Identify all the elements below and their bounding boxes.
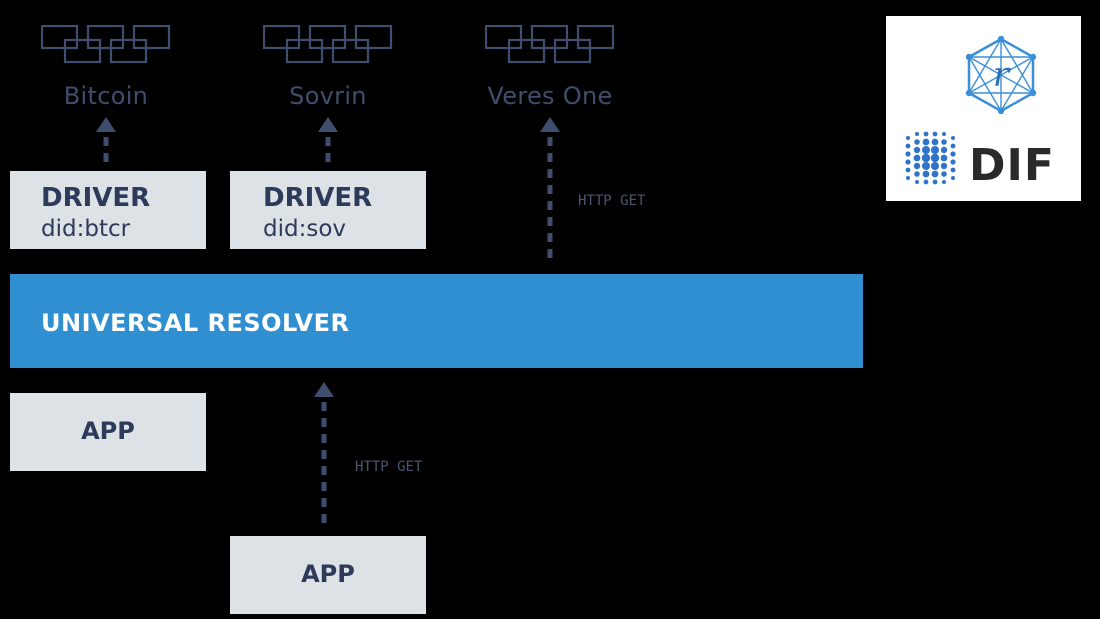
dif-logo-text: DIF [969, 140, 1055, 191]
dif-logo: r DIF [886, 16, 1081, 201]
app-label: APP [81, 417, 135, 445]
app-box-1: APP [10, 393, 206, 471]
network-label-bitcoin: Bitcoin [63, 82, 149, 110]
sovrin-network-icon [263, 25, 393, 64]
driver-method: did:btcr [41, 216, 131, 242]
veres-one-network-icon [485, 25, 615, 64]
bitcoin-network-icon [41, 25, 171, 64]
dif-dots-icon [905, 131, 956, 185]
arrow-app-to-resolver [314, 382, 334, 528]
driver-box-sov: DRIVER did:sov [230, 171, 426, 249]
arrow-resolver-to-veres-one [540, 117, 560, 263]
app-label: APP [301, 560, 355, 588]
app-box-2: APP [230, 536, 426, 614]
resolver-emblem-icon: r [965, 36, 1037, 114]
universal-resolver-bar: UNIVERSAL RESOLVER [10, 274, 863, 368]
http-get-label-veres: HTTP GET [578, 193, 646, 209]
driver-box-btcr: DRIVER did:btcr [10, 171, 206, 249]
arrow-sov-to-sovrin [318, 117, 338, 165]
network-label-sovrin: Sovrin [289, 82, 367, 110]
driver-title: DRIVER [41, 183, 151, 213]
network-label-veres-one: Veres One [487, 82, 613, 110]
driver-method: did:sov [263, 216, 347, 242]
http-get-label-app: HTTP GET [355, 459, 423, 475]
universal-resolver-label: UNIVERSAL RESOLVER [41, 309, 350, 337]
arrow-btcr-to-bitcoin [96, 117, 116, 165]
emblem-letter: r [993, 55, 1011, 95]
driver-title: DRIVER [263, 183, 373, 213]
